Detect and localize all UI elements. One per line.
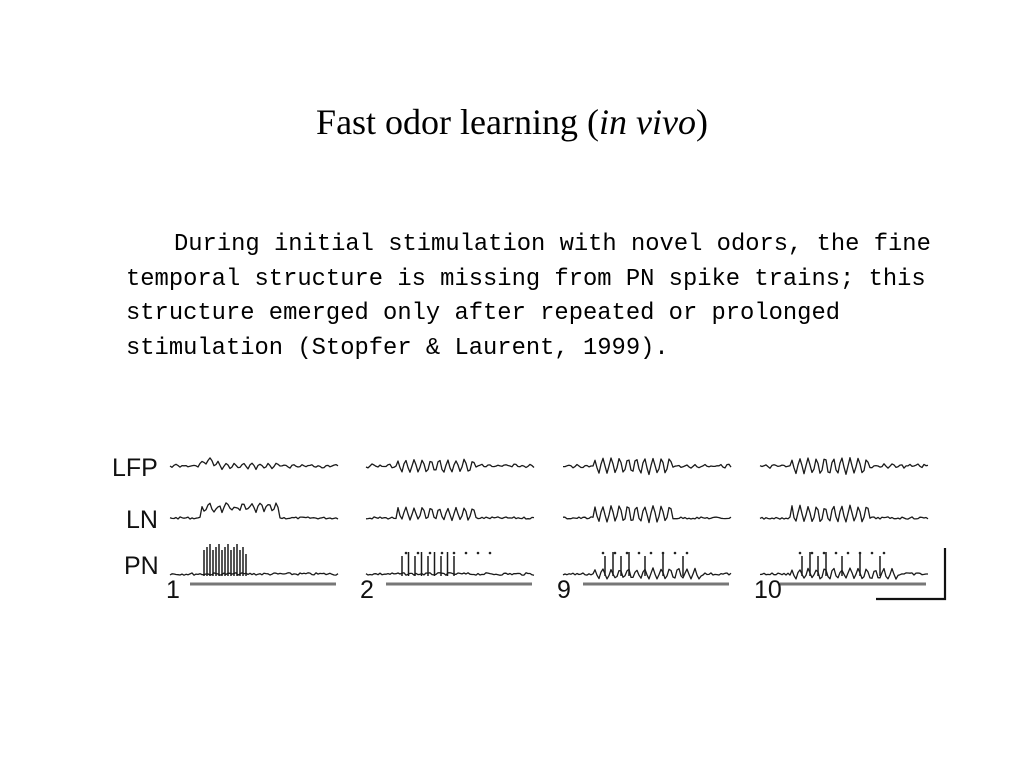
phase-dot	[637, 551, 641, 555]
recording-traces-svg: LFP LN PN 1 2 9 10	[112, 454, 947, 604]
phase-dot	[625, 551, 629, 555]
lfp-trace	[563, 457, 732, 476]
row-label-pn: PN	[124, 552, 159, 580]
pn-trace	[365, 572, 535, 576]
trial-label: 1	[166, 576, 180, 604]
ln-trace	[365, 506, 535, 522]
ln-trace	[759, 504, 929, 523]
phase-dot	[870, 551, 874, 555]
trial-panels: 1 2 9 10	[166, 457, 929, 604]
trial-panel-9: 9	[557, 457, 732, 604]
trial-label: 10	[754, 576, 782, 604]
pn-trace	[759, 567, 928, 580]
neural-recording-figure: LFP LN PN 1 2 9 10	[100, 436, 1000, 626]
ln-trace	[169, 502, 339, 520]
trial-panel-10: 10	[754, 457, 929, 604]
phase-dot	[649, 551, 653, 555]
phase-dot	[404, 551, 408, 555]
lfp-trace	[365, 458, 535, 473]
phase-dot	[476, 551, 480, 555]
phase-dot	[798, 551, 802, 555]
phase-dot	[464, 551, 468, 555]
phase-dot	[440, 551, 444, 555]
title-italic: in vivo	[598, 102, 696, 142]
pn-trace	[562, 567, 732, 580]
row-label-lfp: LFP	[112, 454, 158, 482]
phase-dot	[673, 551, 677, 555]
phase-dot	[416, 551, 420, 555]
phase-dot	[810, 551, 814, 555]
phase-dot	[822, 551, 826, 555]
phase-dot	[601, 551, 605, 555]
slide-body-text: During initial stimulation with novel od…	[126, 231, 931, 362]
phase-dot	[834, 551, 838, 555]
slide-title: Fast odor learning (in vivo)	[0, 100, 1024, 144]
lfp-trace	[759, 457, 929, 475]
title-close: )	[695, 102, 708, 142]
phase-dot	[452, 551, 456, 555]
phase-dot	[858, 551, 862, 555]
title-main: Fast odor learning (	[316, 102, 599, 142]
phase-dot	[428, 551, 432, 555]
scale-bar	[876, 548, 947, 601]
row-label-ln: LN	[126, 506, 158, 534]
phase-dot	[882, 551, 886, 555]
trial-label: 2	[360, 576, 374, 604]
trial-label: 9	[557, 576, 571, 604]
lfp-trace	[169, 457, 339, 471]
trial-panel-1: 1	[166, 457, 339, 604]
trial-panel-2: 2	[360, 458, 535, 604]
phase-dot	[613, 551, 617, 555]
phase-dot	[488, 551, 492, 555]
phase-dot	[685, 551, 689, 555]
ln-trace	[563, 505, 732, 524]
pn-trace	[169, 572, 339, 576]
phase-dot	[846, 551, 850, 555]
phase-dot	[661, 551, 665, 555]
